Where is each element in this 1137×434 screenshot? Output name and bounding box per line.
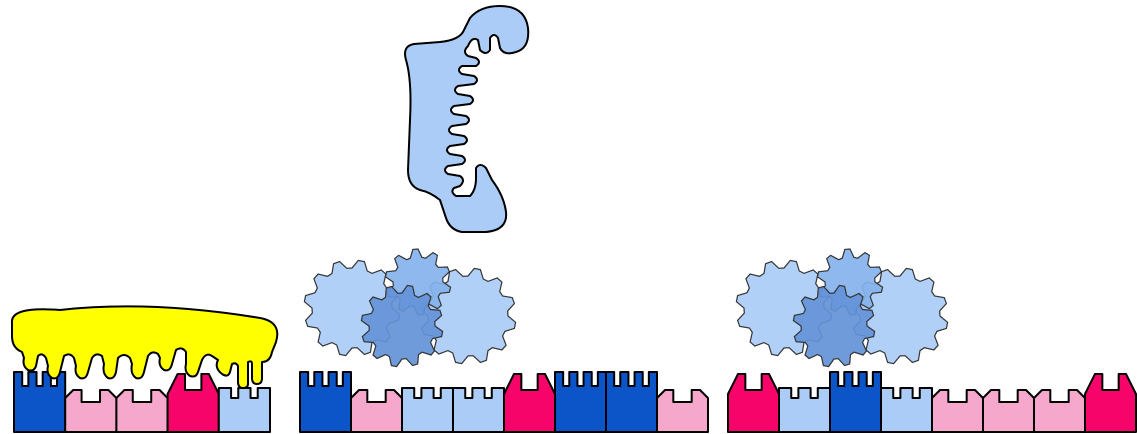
dark-blue-block — [555, 372, 606, 432]
yellow-cap — [12, 306, 277, 388]
light-blue-block — [219, 388, 270, 432]
magenta-block — [728, 374, 779, 432]
right-row-blocks — [728, 372, 1136, 432]
center-gear — [361, 285, 442, 366]
left-row-blocks — [14, 372, 270, 432]
pink-block — [1034, 390, 1085, 432]
gear-clusters — [304, 249, 947, 367]
pink-block — [983, 390, 1034, 432]
dark-blue-block — [606, 372, 657, 432]
light-blue-block — [779, 388, 830, 432]
middle-row-blocks — [300, 372, 708, 432]
light-blue-block — [453, 388, 504, 432]
pink-block — [116, 390, 167, 432]
pink-block — [657, 390, 708, 432]
dark-blue-block — [300, 372, 351, 432]
floating-protein-layer — [405, 6, 528, 232]
magenta-block — [1085, 374, 1136, 432]
pink-block — [932, 390, 983, 432]
dark-blue-block — [14, 372, 65, 432]
block-rows — [14, 372, 1136, 432]
light-blue-block — [402, 388, 453, 432]
floating-protein — [405, 6, 528, 232]
gear-cluster-middle — [304, 249, 515, 367]
light-blue-block — [881, 388, 932, 432]
yellow-cap-layer — [12, 306, 277, 388]
pink-block — [351, 390, 402, 432]
gear-cluster-right — [736, 249, 947, 367]
dark-blue-block — [830, 372, 881, 432]
magenta-block — [504, 374, 555, 432]
center-gear — [793, 285, 874, 366]
magenta-block — [168, 374, 219, 432]
pink-block — [65, 390, 116, 432]
